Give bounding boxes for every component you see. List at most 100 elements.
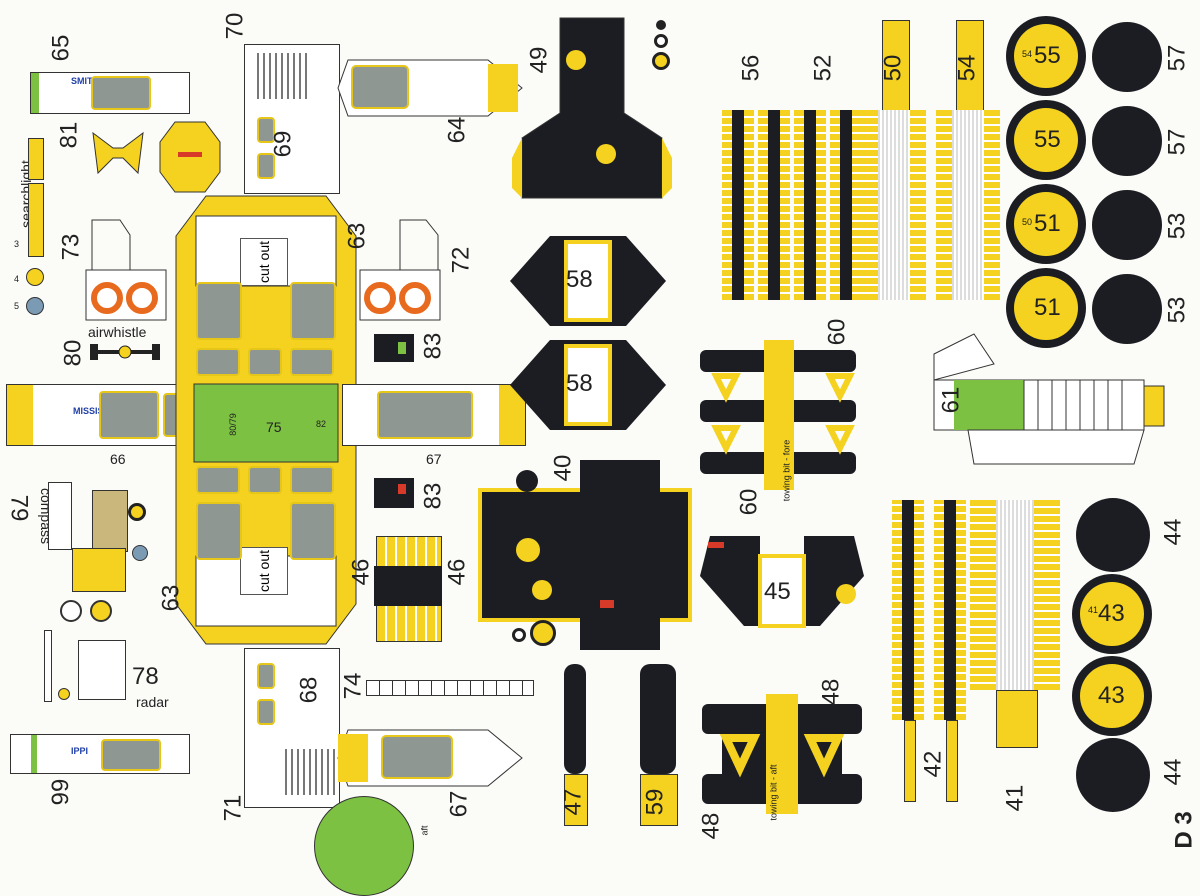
part-number-53a: 53: [1163, 212, 1191, 240]
searchlight-part: [28, 138, 44, 180]
smit-label: SMIT: [71, 76, 93, 86]
part-disc-5: [26, 297, 44, 315]
aft-disc: [314, 796, 414, 896]
disc-53-b: [1092, 274, 1162, 344]
towing-bit-aft: [702, 694, 862, 814]
part-number-82: 82: [316, 419, 327, 429]
part-number-40: 40: [549, 454, 577, 482]
part-number-50: 50: [879, 54, 907, 82]
part-number-58b: 58: [566, 370, 593, 397]
hull-window-c: [196, 348, 240, 376]
part-number-71: 71: [219, 794, 247, 822]
part-49-body: [512, 17, 672, 199]
cabin-strip-67b: [337, 729, 523, 787]
radar-disc-4: [60, 600, 82, 622]
mark-50: 50: [1022, 217, 1033, 227]
hull-window-e: [290, 348, 334, 376]
part-42-tab-b: [946, 720, 958, 802]
zigzag-strip-f: [936, 110, 1000, 300]
side-window: [377, 391, 473, 439]
disc-3: [652, 52, 670, 70]
part-58-top: [510, 236, 666, 326]
part-number-70: 70: [221, 12, 249, 40]
grille: [285, 749, 337, 795]
compass-ring: [128, 503, 146, 521]
part-octagon: [159, 121, 221, 193]
strip-tab: [31, 73, 39, 113]
part-number-72: 72: [447, 246, 475, 274]
zigzag-strip-d: [830, 110, 862, 300]
cabin-window: [101, 739, 161, 771]
part-number-80: 80: [59, 339, 87, 367]
part-41-tab: [996, 690, 1038, 748]
part-number-55b: 55: [1034, 126, 1061, 153]
railing-72: [359, 219, 441, 321]
part-number-54: 54: [953, 54, 981, 82]
towing-bit-fore: [700, 340, 856, 490]
towing-fore-label: towing bit - fore: [781, 439, 792, 502]
zigzag-strip-e: [862, 110, 926, 300]
part-number-42: 42: [919, 750, 947, 778]
part-number-68: 68: [295, 676, 323, 704]
zigzag-strip-g: [892, 500, 924, 720]
zigzag-strip-a: [722, 110, 754, 300]
radar-disc-3: [58, 688, 70, 700]
part-number-66b: 66: [110, 451, 126, 467]
part-number-43a: 43: [1098, 600, 1125, 627]
side-tab: [7, 385, 33, 445]
part-number-60b: 60: [735, 488, 763, 516]
hull-window-g: [248, 466, 282, 494]
part-number-61: 61: [937, 386, 965, 414]
part-number-46b: 46: [443, 558, 471, 586]
part-81-shape: [92, 131, 144, 175]
part-59-strip: [640, 664, 676, 774]
part-number-51a: 51: [1034, 210, 1061, 237]
cut-out-bottom: cut out: [240, 547, 288, 595]
gear-43-b: [1072, 656, 1152, 736]
hull-side-66: MISSISS: [6, 384, 194, 446]
strip-tab: [31, 735, 37, 773]
part-number-78: 78: [132, 663, 159, 690]
gear-51-a: [1006, 184, 1086, 264]
ippi-label: IPPI: [71, 746, 89, 756]
block-83-mark-red: [398, 484, 406, 494]
part-number-57a: 57: [1163, 44, 1191, 72]
searchlight-body: [28, 183, 44, 257]
part-number-43b: 43: [1098, 682, 1125, 709]
bridge-window: [257, 117, 275, 143]
disc-44-a: [1076, 498, 1150, 572]
part-47-tab: [564, 774, 588, 826]
sheet-corner-label: D 3: [1170, 811, 1198, 849]
disc-57-a: [1092, 22, 1162, 92]
disc-40: [516, 470, 538, 492]
gear-43-a: [1072, 574, 1152, 654]
part-40-box: [478, 460, 692, 650]
block-83-bottom: [374, 478, 414, 508]
mark-3: 3: [14, 239, 20, 249]
zigzag-strip-c: [794, 110, 826, 300]
part-number-67: 67: [426, 451, 442, 467]
hull-window-a: [196, 282, 242, 340]
cut-out-text: cut out: [256, 549, 272, 593]
disc-2: [654, 34, 668, 48]
part-number-74: 74: [339, 672, 367, 700]
bridge-window-2: [257, 153, 275, 179]
block-83-mark: [398, 342, 406, 354]
part-number-44a: 44: [1159, 518, 1187, 546]
part-number-45: 45: [764, 578, 791, 605]
mark-5: 5: [14, 301, 20, 311]
part-number-46a: 46: [347, 558, 375, 586]
towing-aft-label: towing bit - aft: [768, 764, 779, 821]
part-number-81: 81: [55, 121, 83, 149]
hull-window-f: [196, 466, 240, 494]
part-59-tab: [640, 774, 678, 826]
zigzag-strip-h: [934, 500, 966, 720]
part-number-55a: 55: [1034, 42, 1061, 69]
part-45: [700, 536, 864, 628]
part-number-47: 47: [559, 788, 587, 816]
bridge-window: [257, 663, 275, 689]
gear-55-a: [1006, 16, 1086, 96]
part-number-48a: 48: [697, 812, 725, 840]
airwhistle-part: [90, 344, 160, 360]
cut-out-top: cut out: [240, 238, 288, 286]
